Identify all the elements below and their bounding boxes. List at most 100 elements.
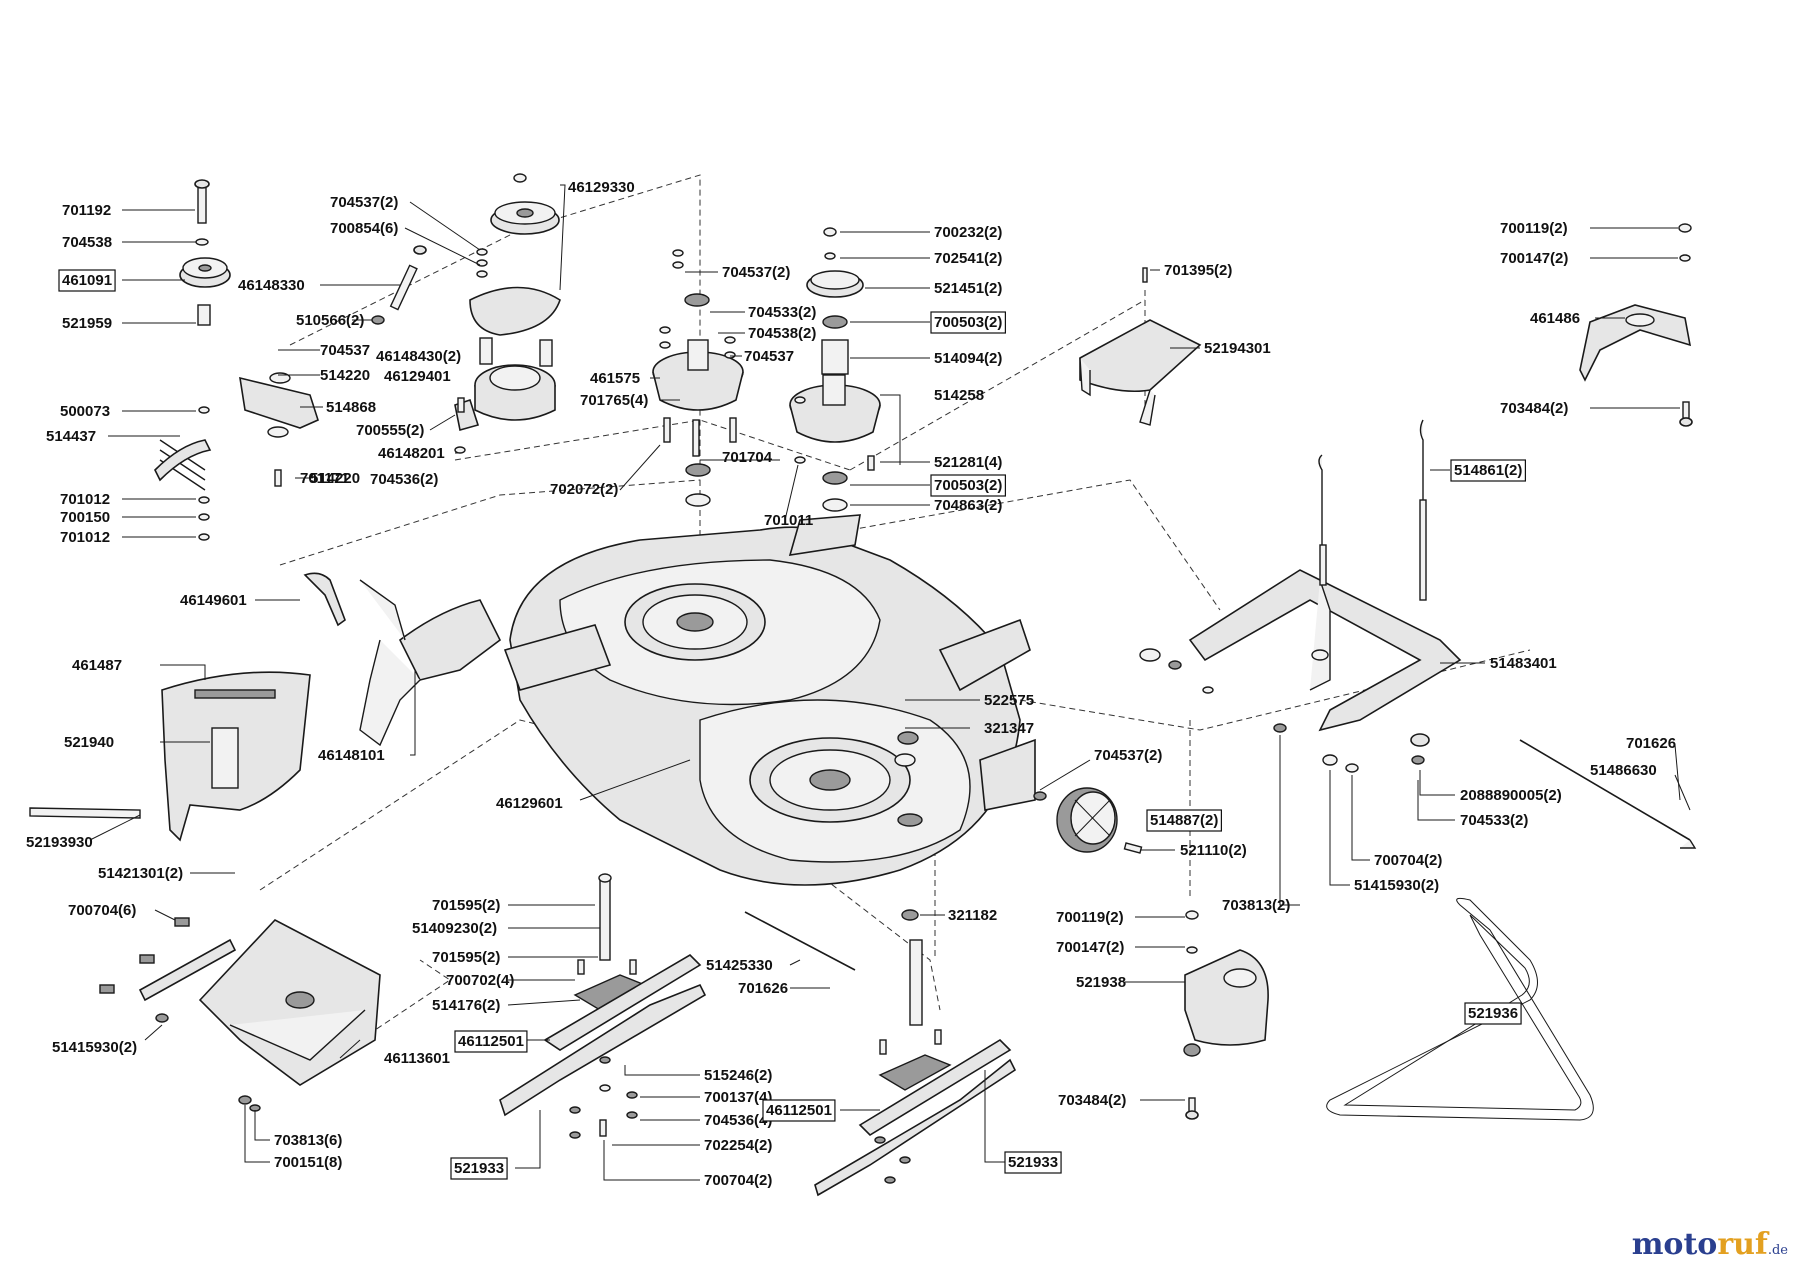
part-label-l48: 703484(2) <box>1500 400 1568 417</box>
part-label-l71: 51415930(2) <box>52 1039 137 1056</box>
part-number: 46148201 <box>378 445 445 462</box>
part-number: 700702(4) <box>446 972 514 989</box>
part-number: 704533(2) <box>1460 812 1528 829</box>
part-label-l16: 514437 <box>46 428 96 445</box>
part-label-l9: 510566(2) <box>296 312 364 329</box>
part-label-l56: 522575 <box>984 692 1034 709</box>
part-number: 700119(2) <box>1500 220 1568 237</box>
part-label-l43: 701395(2) <box>1164 262 1232 279</box>
part-number: 521936 <box>1468 1005 1518 1022</box>
part-label-l34: 700232(2) <box>934 224 1002 241</box>
label-box <box>930 311 1006 334</box>
label-box <box>450 1157 508 1180</box>
leader-lines <box>89 184 1691 1181</box>
part-label-l83: 701626 <box>738 980 788 997</box>
part-label-l82: 51425330 <box>706 957 773 974</box>
part-label-l63: 51486630 <box>1590 762 1657 779</box>
part-label-l11: 46148430(2) <box>376 348 461 365</box>
part-label-l72: 46113601 <box>384 1050 450 1067</box>
part-label-l42: 704863(2) <box>934 497 1002 514</box>
part-number: 46112501 <box>766 1102 832 1119</box>
rod-51425330 <box>744 911 856 971</box>
part-number: 703484(2) <box>1500 400 1568 417</box>
part-number: 701704 <box>722 449 773 466</box>
part-label-l38: 514094(2) <box>934 350 1002 367</box>
part-label-l49: 514861(2) <box>1450 459 1526 482</box>
wheel-514887 <box>1033 787 1143 854</box>
part-number: 702072(2) <box>550 481 618 498</box>
blade-46112501 <box>499 983 707 1117</box>
part-label-l47: 461486 <box>1530 310 1580 327</box>
part-number: 521281(4) <box>934 454 1002 471</box>
part-number: 522575 <box>984 692 1034 709</box>
part-number: 704537 <box>744 348 794 365</box>
part-number: 701595(2) <box>432 949 500 966</box>
part-number: 461486 <box>1530 310 1580 327</box>
part-label-l6: 704537(2) <box>330 194 398 211</box>
part-number: 514220 <box>310 470 360 487</box>
label-box <box>930 474 1006 497</box>
part-number: 52194301 <box>1204 340 1271 357</box>
part-number: 46113601 <box>384 1050 450 1067</box>
part-number: 51486630 <box>1590 762 1657 779</box>
part-label-l75: 701595(2) <box>432 897 500 914</box>
label-box <box>762 1099 836 1122</box>
part-number: 514887(2) <box>1150 812 1218 829</box>
part-number: 521959 <box>62 315 112 332</box>
part-label-l2: 704538 <box>62 234 112 251</box>
part-label-l46: 700147(2) <box>1500 250 1568 267</box>
part-label-l64: 2088890005(2) <box>1460 787 1562 804</box>
part-number: 51483401 <box>1490 655 1557 672</box>
chute-flap-521940 <box>211 727 239 789</box>
part-label-l61: 521110(2) <box>1180 842 1247 859</box>
part-label-l60: 514887(2) <box>1146 809 1222 832</box>
part-number: 461091 <box>62 272 112 289</box>
part-label-l39: 514258 <box>934 387 984 404</box>
part-number: 521940 <box>64 734 114 751</box>
part-number: 321347 <box>984 720 1034 737</box>
part-label-l32: 701704 <box>722 449 773 466</box>
label-box <box>1450 459 1526 482</box>
blade-assembly-left <box>499 873 856 1139</box>
part-number: 701012 <box>60 491 110 508</box>
part-number: 514258 <box>934 387 984 404</box>
part-label-l27: 704538(2) <box>748 325 816 342</box>
bracket-514868 <box>239 376 319 429</box>
part-label-l22: 701012 <box>60 491 110 508</box>
part-label-l31: 702072(2) <box>550 481 618 498</box>
rod-52193930 <box>29 807 141 819</box>
part-number: 702254(2) <box>704 1137 772 1154</box>
part-label-l67: 51415930(2) <box>1354 877 1439 894</box>
part-number: 701012 <box>60 529 110 546</box>
part-label-l91: 321182 <box>948 907 997 924</box>
part-number: 52193930 <box>26 834 93 851</box>
part-number: 700555(2) <box>356 422 424 439</box>
part-label-l18: 46148201 <box>378 445 445 462</box>
part-label-l57: 321347 <box>984 720 1034 737</box>
part-number: 321182 <box>948 907 997 924</box>
belt-cover-52194301 <box>1079 267 1202 426</box>
part-label-l23: 700150 <box>60 509 110 526</box>
part-label-l53: 52193930 <box>26 834 93 851</box>
part-label-l52: 521940 <box>64 734 114 751</box>
rod-51486630 <box>1519 739 1697 849</box>
part-label-l74: 700151(8) <box>274 1154 342 1171</box>
part-label-l79: 514176(2) <box>432 997 500 1014</box>
part-number: 700151(8) <box>274 1154 342 1171</box>
part-number: 51409230(2) <box>412 920 497 937</box>
part-number: 700503(2) <box>934 477 1002 494</box>
part-label-l5: 46148330 <box>238 277 305 294</box>
part-number: 46112501 <box>458 1033 524 1050</box>
part-number: 700232(2) <box>934 224 1002 241</box>
part-number: 700137(4) <box>704 1089 772 1106</box>
part-number: 514861(2) <box>1454 462 1522 479</box>
idler-pulley-assembly <box>154 179 319 541</box>
label-box <box>1004 1151 1062 1174</box>
spacer-521959 <box>197 304 211 326</box>
label-box <box>454 1030 528 1053</box>
label-box <box>1464 1002 1522 1025</box>
part-label-l25: 704537(2) <box>722 264 790 281</box>
part-label-l58: 51483401 <box>1490 655 1557 672</box>
part-number: 51421301(2) <box>98 865 183 882</box>
part-label-l36: 521451(2) <box>934 280 1002 297</box>
